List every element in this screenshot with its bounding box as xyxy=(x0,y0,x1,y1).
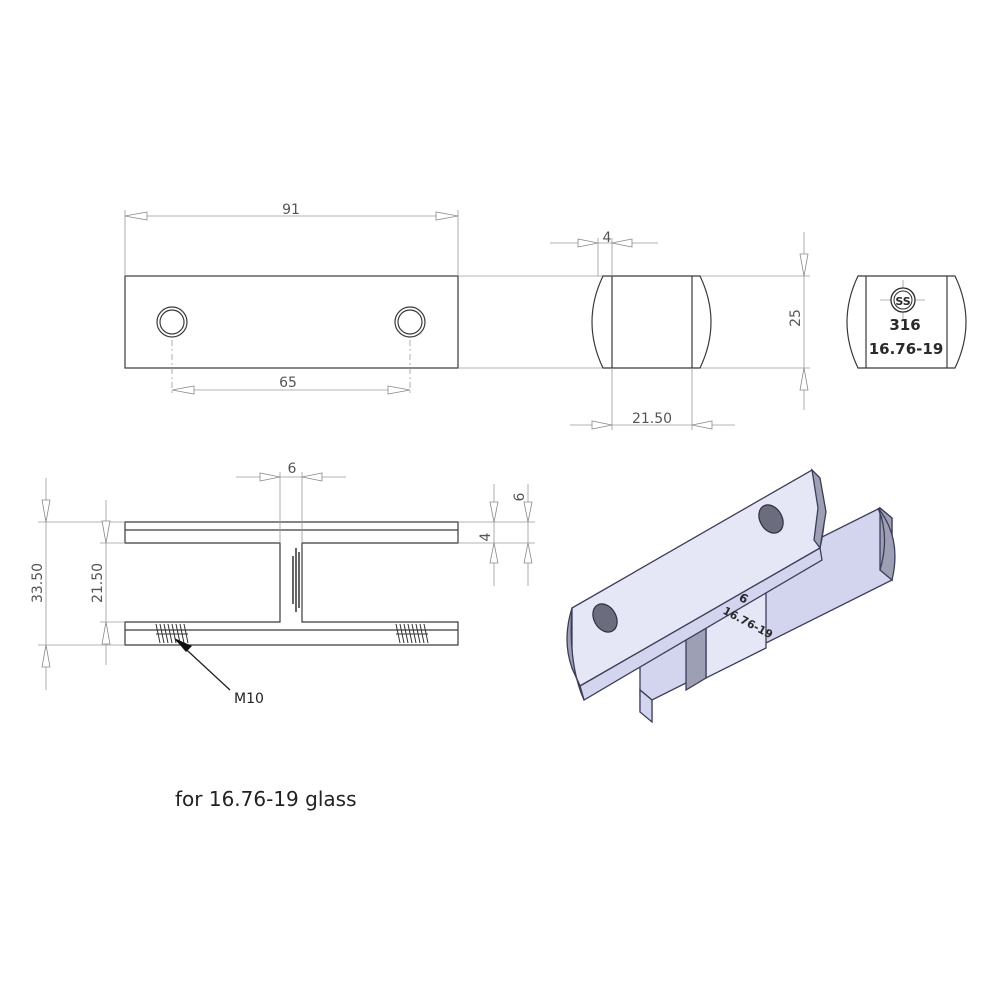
arrowhead xyxy=(101,621,111,645)
arrowhead xyxy=(259,472,281,482)
section-view: M10 6 33.50 21.50 4 6 xyxy=(30,461,535,707)
thread-marks-left xyxy=(155,623,189,644)
isometric-view: 6 16.76-19 xyxy=(566,468,896,724)
arrowhead xyxy=(171,385,195,395)
iso-back-plate-lower xyxy=(639,688,653,724)
dim-height: 25 xyxy=(788,309,804,327)
arrowhead xyxy=(611,238,633,248)
stamp-glass-range: 16.76-19 xyxy=(869,340,944,358)
side-body-outline xyxy=(591,275,712,369)
arrowhead xyxy=(101,520,111,544)
front-view: 91 65 xyxy=(124,202,459,395)
arrowhead xyxy=(799,367,809,391)
front-plate-outline xyxy=(124,275,459,369)
dim-flange-offset: 6 xyxy=(512,492,528,501)
end-view: SS 316 16.76-19 xyxy=(846,275,967,369)
mounting-hole-left-inner xyxy=(159,309,185,335)
dim-body-width: 21.50 xyxy=(632,411,672,427)
arrowhead xyxy=(489,542,499,564)
dim-glass-gap: 21.50 xyxy=(90,563,106,603)
arrowhead xyxy=(301,472,323,482)
dim-end-thickness: 4 xyxy=(603,230,612,246)
arrowhead xyxy=(41,499,51,523)
thread-label: M10 xyxy=(234,691,264,707)
thread-marks-right xyxy=(395,623,429,644)
ss-mark-text: SS xyxy=(895,295,910,308)
iso-hole-left xyxy=(592,603,618,633)
arrowhead xyxy=(691,420,713,430)
arrowhead xyxy=(523,542,533,564)
ss-mark-inner-circle xyxy=(893,290,913,310)
arrowhead xyxy=(489,501,499,523)
caption: for 16.76-19 glass xyxy=(175,787,356,811)
dim-plate-thickness: 4 xyxy=(478,532,494,541)
mounting-hole-right-inner xyxy=(397,309,423,335)
iso-front-plate-left-curve xyxy=(566,607,585,701)
dim-hole-spacing: 65 xyxy=(279,375,297,391)
dim-overall-length: 91 xyxy=(282,202,300,218)
stamp-grade: 316 xyxy=(889,316,920,334)
mounting-hole-left xyxy=(156,306,188,338)
arrowhead xyxy=(435,211,459,221)
web-thread-marks xyxy=(292,548,300,612)
arrowhead xyxy=(799,253,809,277)
arrowhead xyxy=(523,501,533,523)
ss-mark-circle xyxy=(890,287,916,313)
side-view: 4 21.50 25 xyxy=(550,230,809,430)
arrowhead xyxy=(577,238,599,248)
arrowhead xyxy=(124,211,148,221)
dim-total-height: 33.50 xyxy=(30,563,46,603)
dim-web-thickness: 6 xyxy=(288,461,297,477)
mounting-hole-right xyxy=(394,306,426,338)
end-body-outline xyxy=(846,275,967,369)
arrowhead xyxy=(591,420,613,430)
thread-leader-arrow xyxy=(174,638,192,652)
arrowhead xyxy=(41,644,51,668)
iso-hole-right xyxy=(758,504,784,534)
arrowhead xyxy=(387,385,411,395)
iso-back-plate-curve xyxy=(877,507,896,582)
